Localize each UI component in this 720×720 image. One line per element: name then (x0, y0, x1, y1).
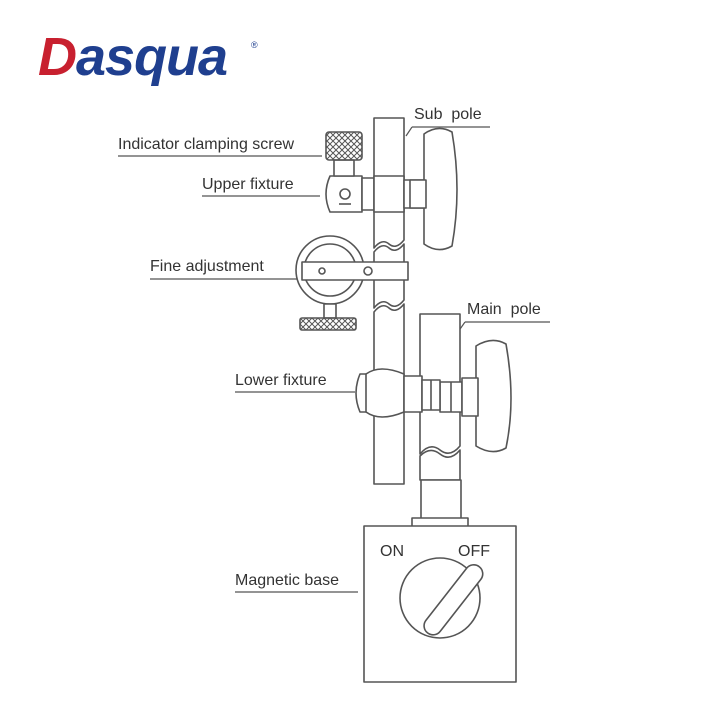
label-fine-adjustment: Fine adjustment (150, 258, 264, 275)
label-lower-fixture: Lower fixture (235, 372, 327, 389)
label-main-pole: Main pole (467, 301, 541, 318)
registered-mark: ® (251, 40, 258, 50)
label-indicator-clamping-screw: Indicator clamping screw (118, 136, 295, 153)
lower-fixture (355, 368, 441, 418)
brand-logo-rest: asqua (76, 27, 228, 87)
switch-off-label: OFF (458, 543, 490, 560)
pole-stem (420, 479, 462, 525)
switch-on-label: ON (380, 543, 404, 560)
brand-logo: Dasqua (38, 27, 228, 87)
brand-logo-initial: D (38, 27, 77, 87)
indicator-clamping-screw (325, 131, 363, 177)
sub-pole (373, 117, 405, 485)
label-upper-fixture: Upper fixture (202, 176, 294, 193)
label-sub-pole: Sub pole (414, 106, 482, 123)
lower-clamp-knob (439, 339, 512, 453)
magnetic-base (363, 525, 517, 683)
upper-clamp-knob (409, 127, 458, 251)
leader-lines (118, 126, 550, 593)
label-magnetic-base: Magnetic base (235, 572, 340, 589)
fine-adjustment (295, 235, 409, 331)
